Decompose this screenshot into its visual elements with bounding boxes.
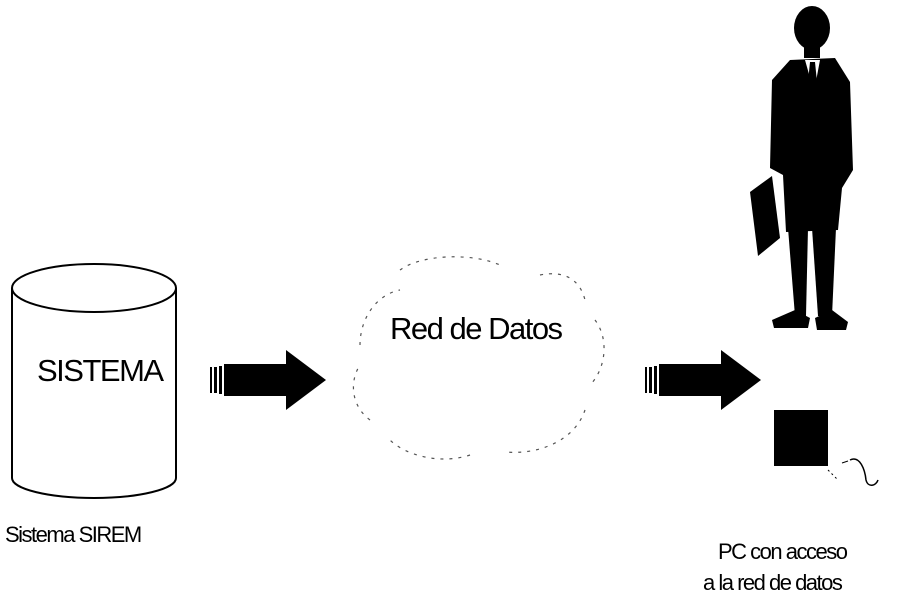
arrow-right-icon bbox=[210, 350, 326, 410]
cloud-icon bbox=[352, 256, 605, 460]
client-caption-line1: PC con acceso bbox=[718, 539, 848, 564]
database-label: SISTEMA bbox=[37, 353, 164, 388]
person-with-briefcase-icon bbox=[750, 6, 853, 330]
network-label: Red de Datos bbox=[390, 311, 563, 346]
computer-icon bbox=[774, 410, 879, 486]
arrow-right-icon bbox=[645, 350, 761, 410]
client-caption-line2: a la red de datos bbox=[703, 570, 843, 595]
database-cylinder-icon bbox=[11, 263, 177, 499]
database-caption: Sistema SIREM bbox=[5, 522, 142, 547]
